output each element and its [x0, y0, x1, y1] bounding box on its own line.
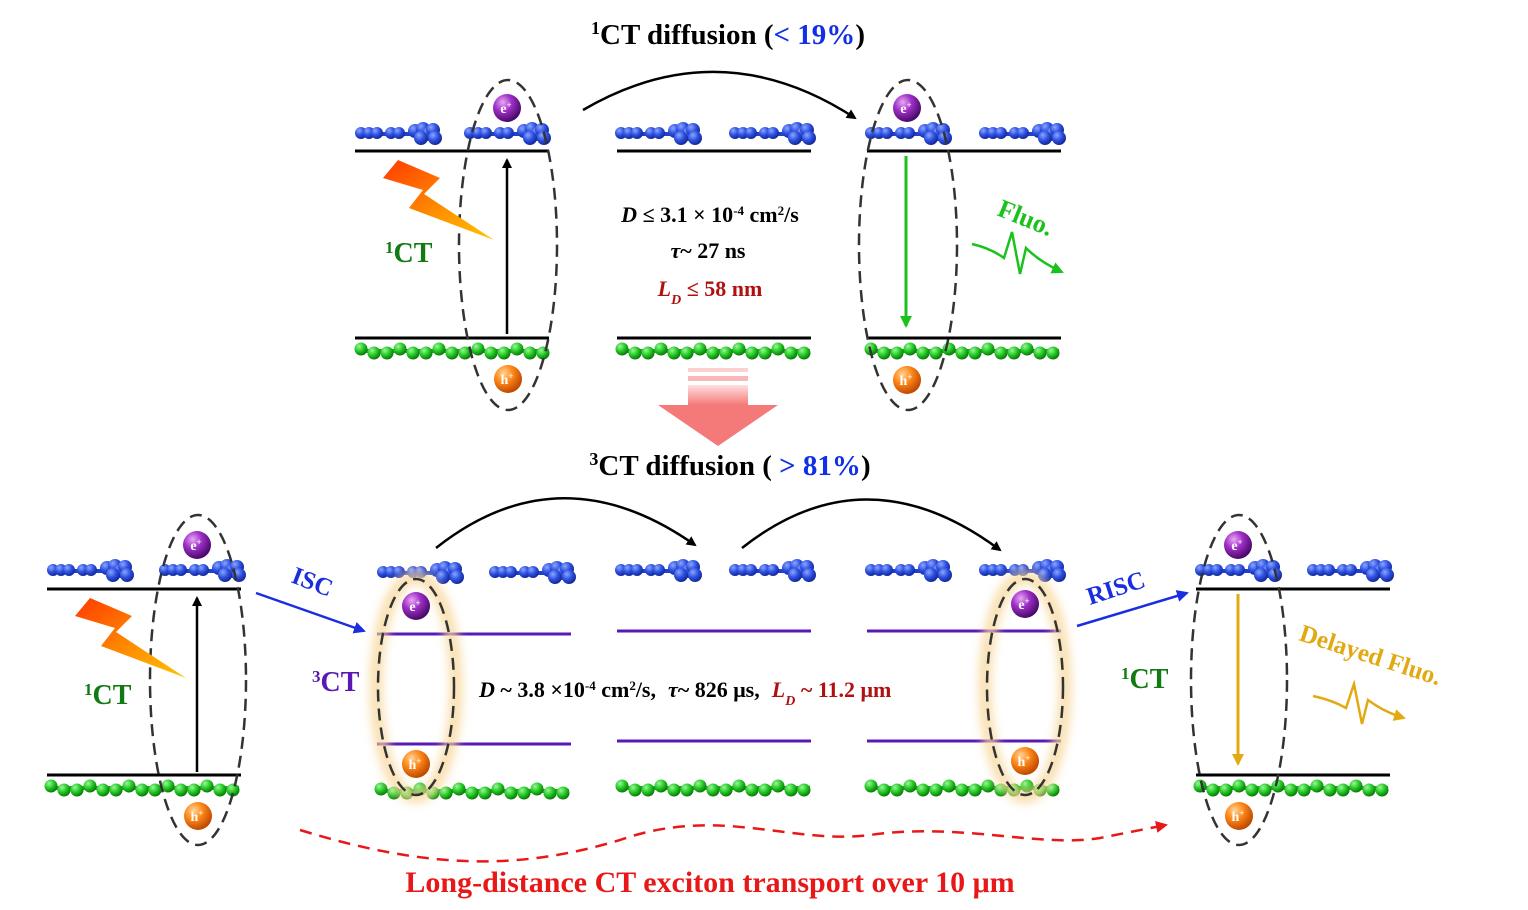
top-title: 1CT diffusion (< 19%)	[591, 18, 865, 51]
svg-text:e+: e+	[1231, 537, 1242, 554]
electron-top-right: e+	[893, 94, 921, 122]
acceptor-molecule-bottom-1	[47, 559, 134, 582]
donor-chain-bottom-1	[44, 779, 240, 797]
hole-bottom-right: h+	[1225, 802, 1253, 830]
delayed-fluo-label: Delayed Fluo.	[1296, 620, 1444, 691]
donor-chain-top-2	[615, 342, 811, 360]
transition-arrow	[658, 368, 778, 446]
acceptor-molecule-bottom-7	[865, 559, 952, 582]
top-lifetime: τ~ 27 ns	[670, 238, 745, 263]
donor-chain-bottom-3	[615, 779, 811, 797]
acceptor-molecule-top-4	[729, 122, 816, 145]
acceptor-molecule-bottom-9	[1195, 559, 1282, 582]
svg-text:h+: h+	[409, 756, 422, 773]
acceptor-molecule-bottom-3	[377, 561, 464, 584]
top-lightning-icon	[383, 160, 494, 240]
triplet-ellipse-left	[376, 577, 456, 797]
top-fluo-wave	[971, 231, 1064, 275]
top-hop-arrow	[582, 70, 857, 120]
acceptor-molecule-bottom-4	[489, 561, 576, 584]
svg-text:h+: h+	[501, 371, 514, 388]
triplet-glow-left	[370, 571, 462, 803]
top-right-exciton-ellipse	[857, 78, 959, 412]
triplet-glow-right	[979, 571, 1071, 803]
acceptor-molecule-top-2	[464, 122, 551, 145]
electron-top-left: e+	[493, 94, 521, 122]
top-fluo-label: Fluo.	[994, 194, 1058, 242]
acceptor-molecule-top-6	[979, 122, 1066, 145]
hole-triplet-left: h+	[402, 750, 430, 778]
acceptor-molecule-bottom-6	[729, 559, 816, 582]
hole-top-left: h+	[494, 365, 522, 393]
acceptor-molecule-bottom-2	[159, 559, 246, 582]
hole-triplet-right: h+	[1011, 747, 1039, 775]
bottom-parameters: D ~ 3.8 ×10-4 cm2/s,τ~ 826 μs,LD ~ 11.2 …	[478, 677, 891, 709]
bottom-left-1ct-label: 1CT	[84, 680, 132, 712]
acceptor-molecule-bottom-10	[1307, 559, 1394, 582]
donor-chain-bottom-5	[1193, 779, 1389, 797]
electron-bottom-right: e+	[1224, 531, 1252, 559]
top-1ct-label: 1CT	[385, 238, 433, 270]
electron-triplet-left: e+	[402, 592, 430, 620]
transport-label: Long-distance CT exciton transport over …	[405, 866, 1014, 899]
electron-triplet-right: e+	[1011, 590, 1039, 618]
bottom-right-1ct-label: 1CT	[1121, 664, 1169, 696]
donor-chain-top-3	[864, 342, 1060, 360]
acceptor-molecule-top-5	[865, 122, 952, 145]
electron-bottom-left: e+	[183, 531, 211, 559]
donor-chain-top-1	[354, 342, 550, 360]
bottom-left-exciton-ellipse	[148, 513, 248, 847]
triplet-ellipse-right	[985, 577, 1065, 797]
acceptor-molecule-top-3	[615, 122, 702, 145]
svg-text:h+: h+	[900, 372, 913, 389]
svg-text:e+: e+	[1018, 596, 1029, 613]
particle-layer: e+ h+ e+ h+ e+ h+ e+ h+ e+ h+ e+ h+	[183, 94, 1253, 830]
donor-chain-bottom-4	[864, 779, 1060, 797]
bottom-right-exciton-ellipse	[1189, 513, 1289, 847]
top-left-exciton-ellipse	[457, 78, 559, 412]
svg-text:e+: e+	[900, 100, 911, 117]
triplet-hop-arrow-2	[741, 498, 1002, 552]
svg-text:h+: h+	[191, 808, 204, 825]
hole-bottom-left: h+	[184, 802, 212, 830]
transport-wave-arrow	[299, 821, 1168, 863]
bottom-lightning-icon	[75, 598, 186, 678]
hole-top-right: h+	[893, 366, 921, 394]
top-diffusion-coefficient: D ≤ 3.1 × 10-4 cm2/s	[620, 202, 799, 227]
svg-text:e+: e+	[409, 598, 420, 615]
svg-text:e+: e+	[190, 537, 201, 554]
acceptor-molecule-bottom-8	[979, 559, 1066, 582]
triplet-3ct-label: 3CT	[312, 667, 360, 699]
triplet-hop-arrow-1	[435, 497, 697, 549]
acceptor-molecule-top-1	[355, 122, 442, 145]
isc-label: ISC	[288, 562, 337, 602]
acceptor-molecule-bottom-5	[615, 559, 702, 582]
risc-arrow	[1076, 590, 1189, 628]
delayed-fluo-wave	[1312, 679, 1406, 725]
top-diffusion-length: LD ≤ 58 nm	[657, 276, 763, 308]
risc-label: RISC	[1084, 567, 1149, 611]
svg-text:h+: h+	[1232, 808, 1245, 825]
isc-arrow	[255, 591, 366, 634]
svg-text:e+: e+	[500, 100, 511, 117]
svg-text:h+: h+	[1018, 753, 1031, 770]
bottom-title: 3CT diffusion ( > 81%)	[589, 449, 870, 482]
